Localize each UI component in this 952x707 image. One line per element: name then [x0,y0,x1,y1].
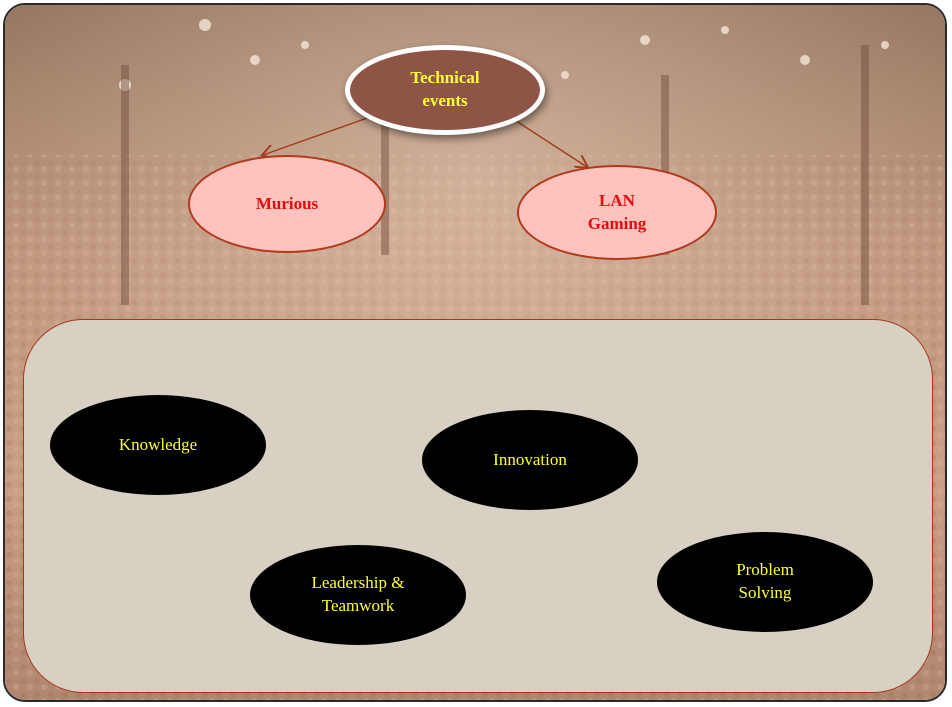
slide: Technical events Murious LAN Gaming Know… [3,3,947,702]
murious-node: Murious [188,155,386,253]
murious-label: Murious [255,193,319,213]
knowledge-oval: Knowledge [50,395,266,495]
technical-events-node: Technical events [345,45,545,135]
arrow-to-murious [263,116,371,155]
lan-gaming-node: LAN Gaming [517,165,717,260]
leadership-label-line1: Leadership & [311,573,405,593]
technical-events-label-line2: events [422,91,468,110]
leadership-teamwork-oval: Leadership & Teamwork [250,545,466,645]
lan-gaming-label-line1: LAN [599,190,635,210]
knowledge-label: Knowledge [118,434,198,454]
problem-solving-oval: Problem Solving [657,532,873,632]
technical-events-label-line1: Technical [410,68,480,88]
leadership-label-line2: Teamwork [321,596,395,615]
lan-gaming-label-line2: Gaming [587,213,647,233]
qualities-panel [23,319,933,693]
innovation-oval: Innovation [422,410,638,510]
problem-solving-label-line2: Solving [738,583,792,602]
problem-solving-label-line1: Problem [736,560,794,580]
innovation-label: Innovation [493,449,567,469]
connector-arrows [5,116,947,702]
arrow-to-lan-gaming [509,116,587,167]
